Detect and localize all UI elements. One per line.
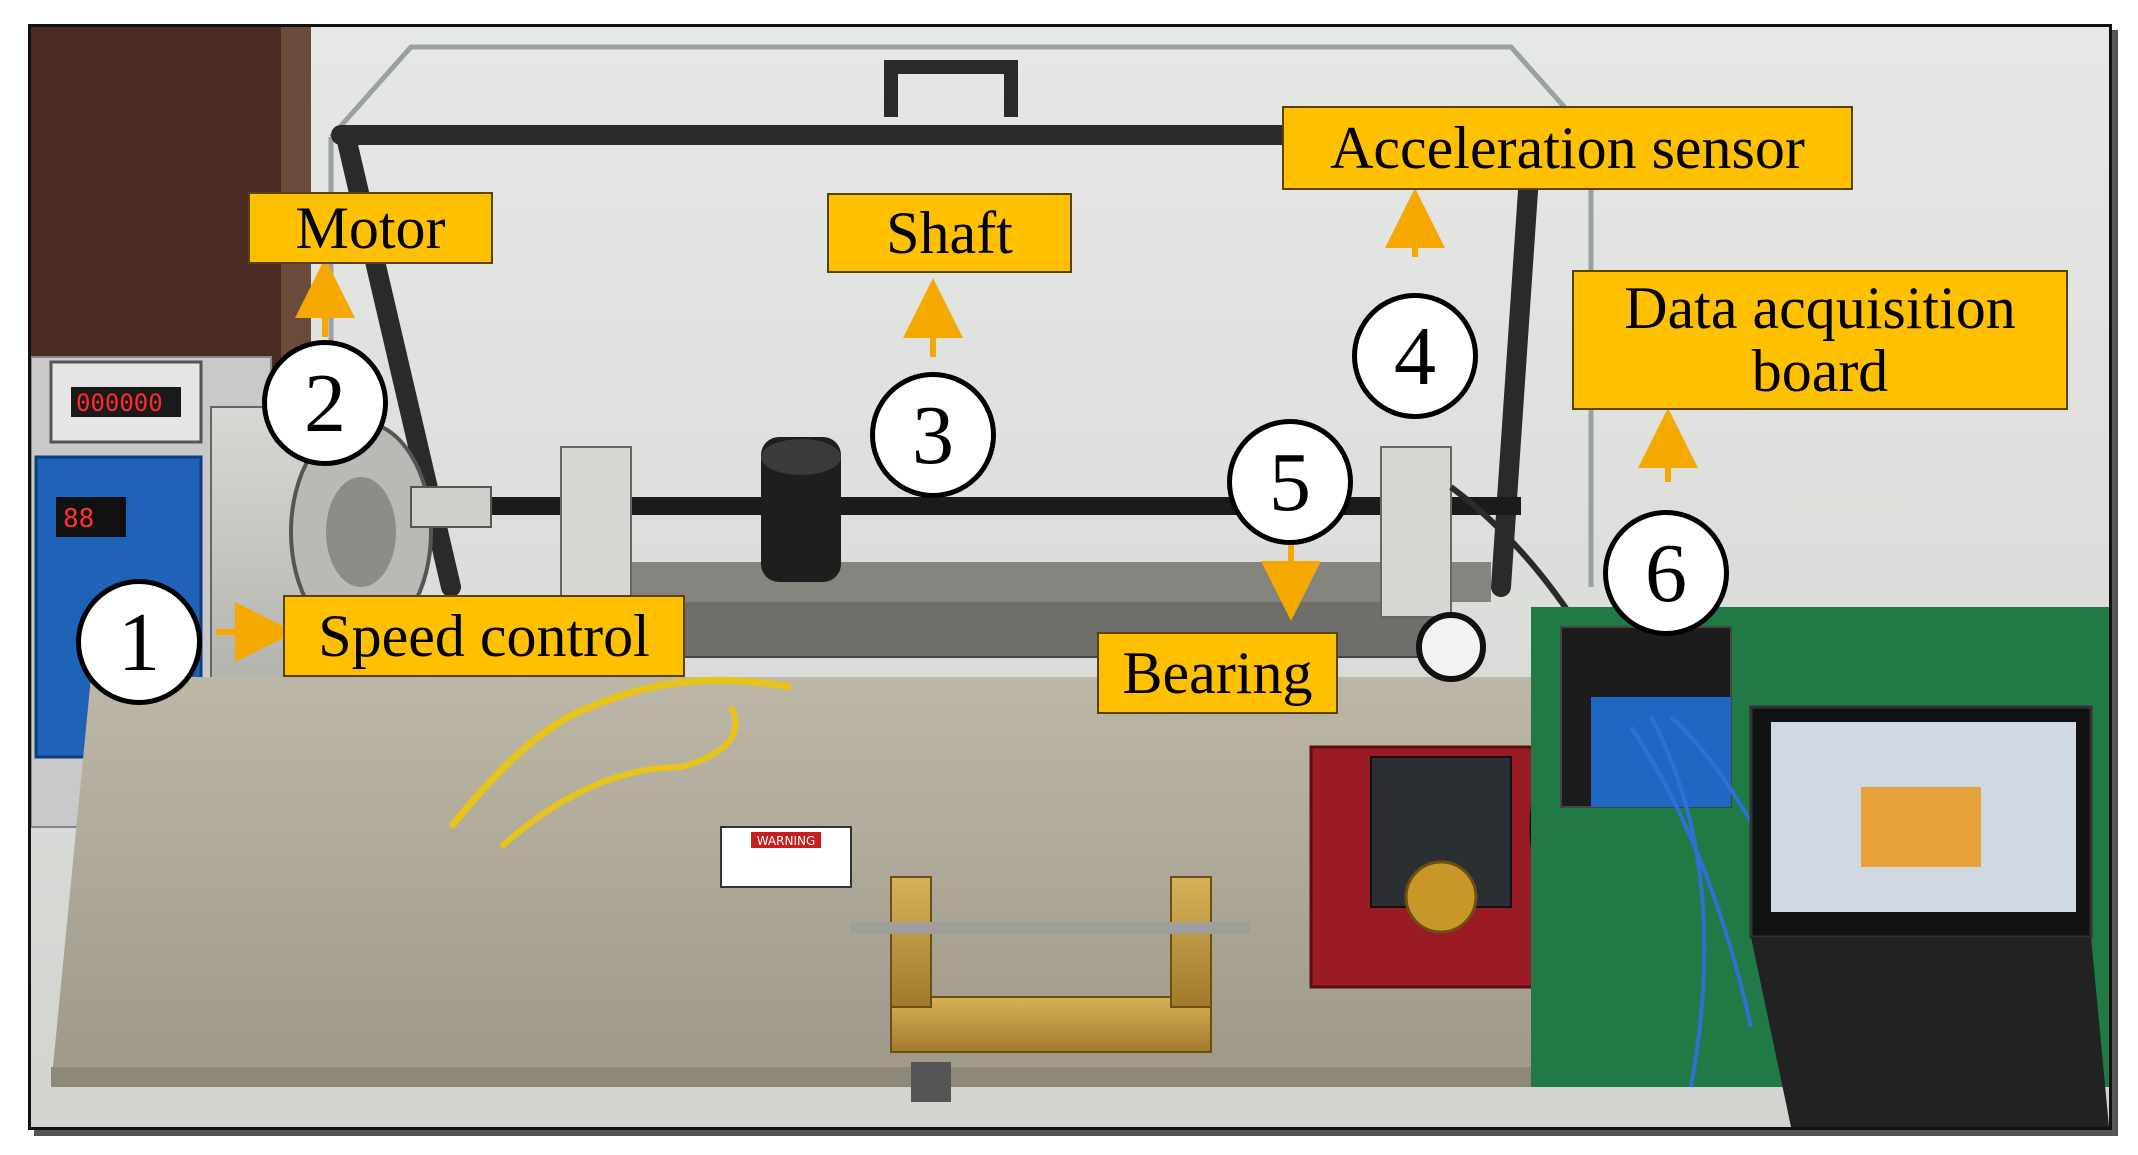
dial: [1416, 612, 1486, 682]
marker-4: 4: [1352, 293, 1478, 419]
rpm-readout: 000000: [76, 389, 163, 417]
marker-3: 3: [870, 372, 996, 498]
marker-3-number: 3: [912, 388, 954, 482]
marker-6: 6: [1603, 510, 1729, 636]
marker-2-number: 2: [304, 356, 346, 450]
marker-4-number: 4: [1394, 309, 1436, 403]
coupling: [410, 486, 492, 528]
label-shaft: Shaft: [827, 193, 1072, 273]
cover-handle: [884, 60, 1018, 117]
label-data-acquisition-board: Data acquisition board: [1572, 270, 2068, 410]
label-acceleration-sensor: Acceleration sensor: [1282, 106, 1853, 190]
marker-5: 5: [1227, 419, 1353, 545]
bearing-housing-right: [1380, 446, 1452, 618]
label-speed-control: Speed control: [283, 595, 685, 677]
photo-frame: 88 000000: [28, 24, 2112, 1130]
lead-screw: [851, 922, 1251, 934]
air-tubes: [448, 676, 792, 830]
warning-sign: [720, 826, 852, 888]
gearbox-hub: [1404, 860, 1478, 934]
rotor-disk: [761, 437, 841, 582]
marker-5-number: 5: [1269, 435, 1311, 529]
svg-text:88: 88: [63, 504, 94, 534]
marker-1-number: 1: [118, 595, 160, 689]
warning-text: WARNING: [757, 834, 816, 848]
marker-1: 1: [76, 579, 202, 705]
laptop-keyboard: [1751, 937, 2109, 1127]
label-motor: Motor: [248, 192, 493, 264]
brass-fixture-base: [890, 996, 1212, 1053]
marker-6-number: 6: [1645, 526, 1687, 620]
label-bearing: Bearing: [1097, 632, 1338, 714]
marker-2: 2: [262, 340, 388, 466]
daq-board-front: [1591, 697, 1731, 807]
bearing-housing-left: [560, 446, 632, 618]
